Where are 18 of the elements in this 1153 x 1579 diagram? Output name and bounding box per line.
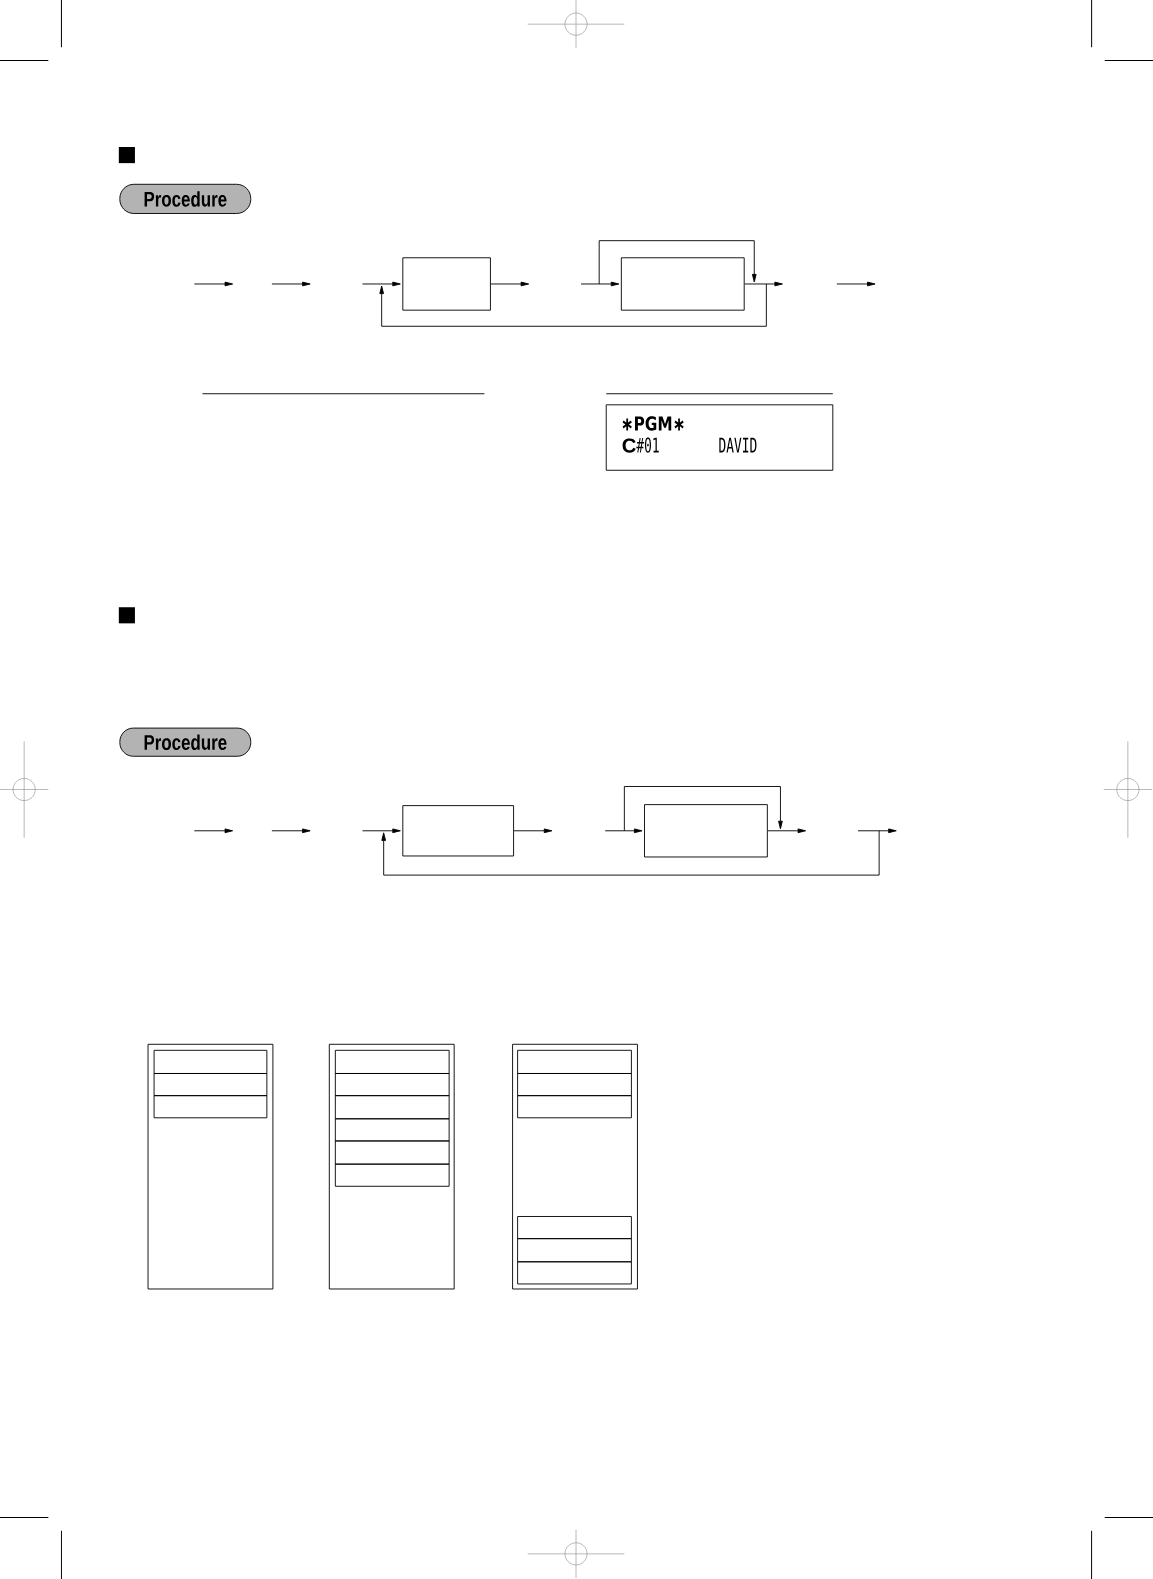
arrow bbox=[744, 281, 783, 287]
arrow bbox=[362, 281, 401, 287]
arrow bbox=[490, 281, 530, 287]
process-box bbox=[402, 257, 491, 311]
arrow bbox=[362, 828, 401, 834]
process-box bbox=[402, 805, 515, 857]
process-box bbox=[644, 804, 768, 858]
display-text: DAVID bbox=[719, 437, 757, 453]
pill-badge: Procedure bbox=[119, 727, 252, 757]
display-text: ∗PGM∗ bbox=[622, 416, 684, 431]
arrow bbox=[580, 281, 620, 287]
display-panel bbox=[605, 404, 834, 471]
arrow bbox=[767, 828, 807, 834]
display-text: C#01 bbox=[622, 437, 659, 453]
process-box bbox=[620, 257, 745, 311]
arrow bbox=[604, 828, 643, 834]
arrow bbox=[513, 828, 553, 834]
pill-badge: Procedure bbox=[119, 183, 252, 214]
